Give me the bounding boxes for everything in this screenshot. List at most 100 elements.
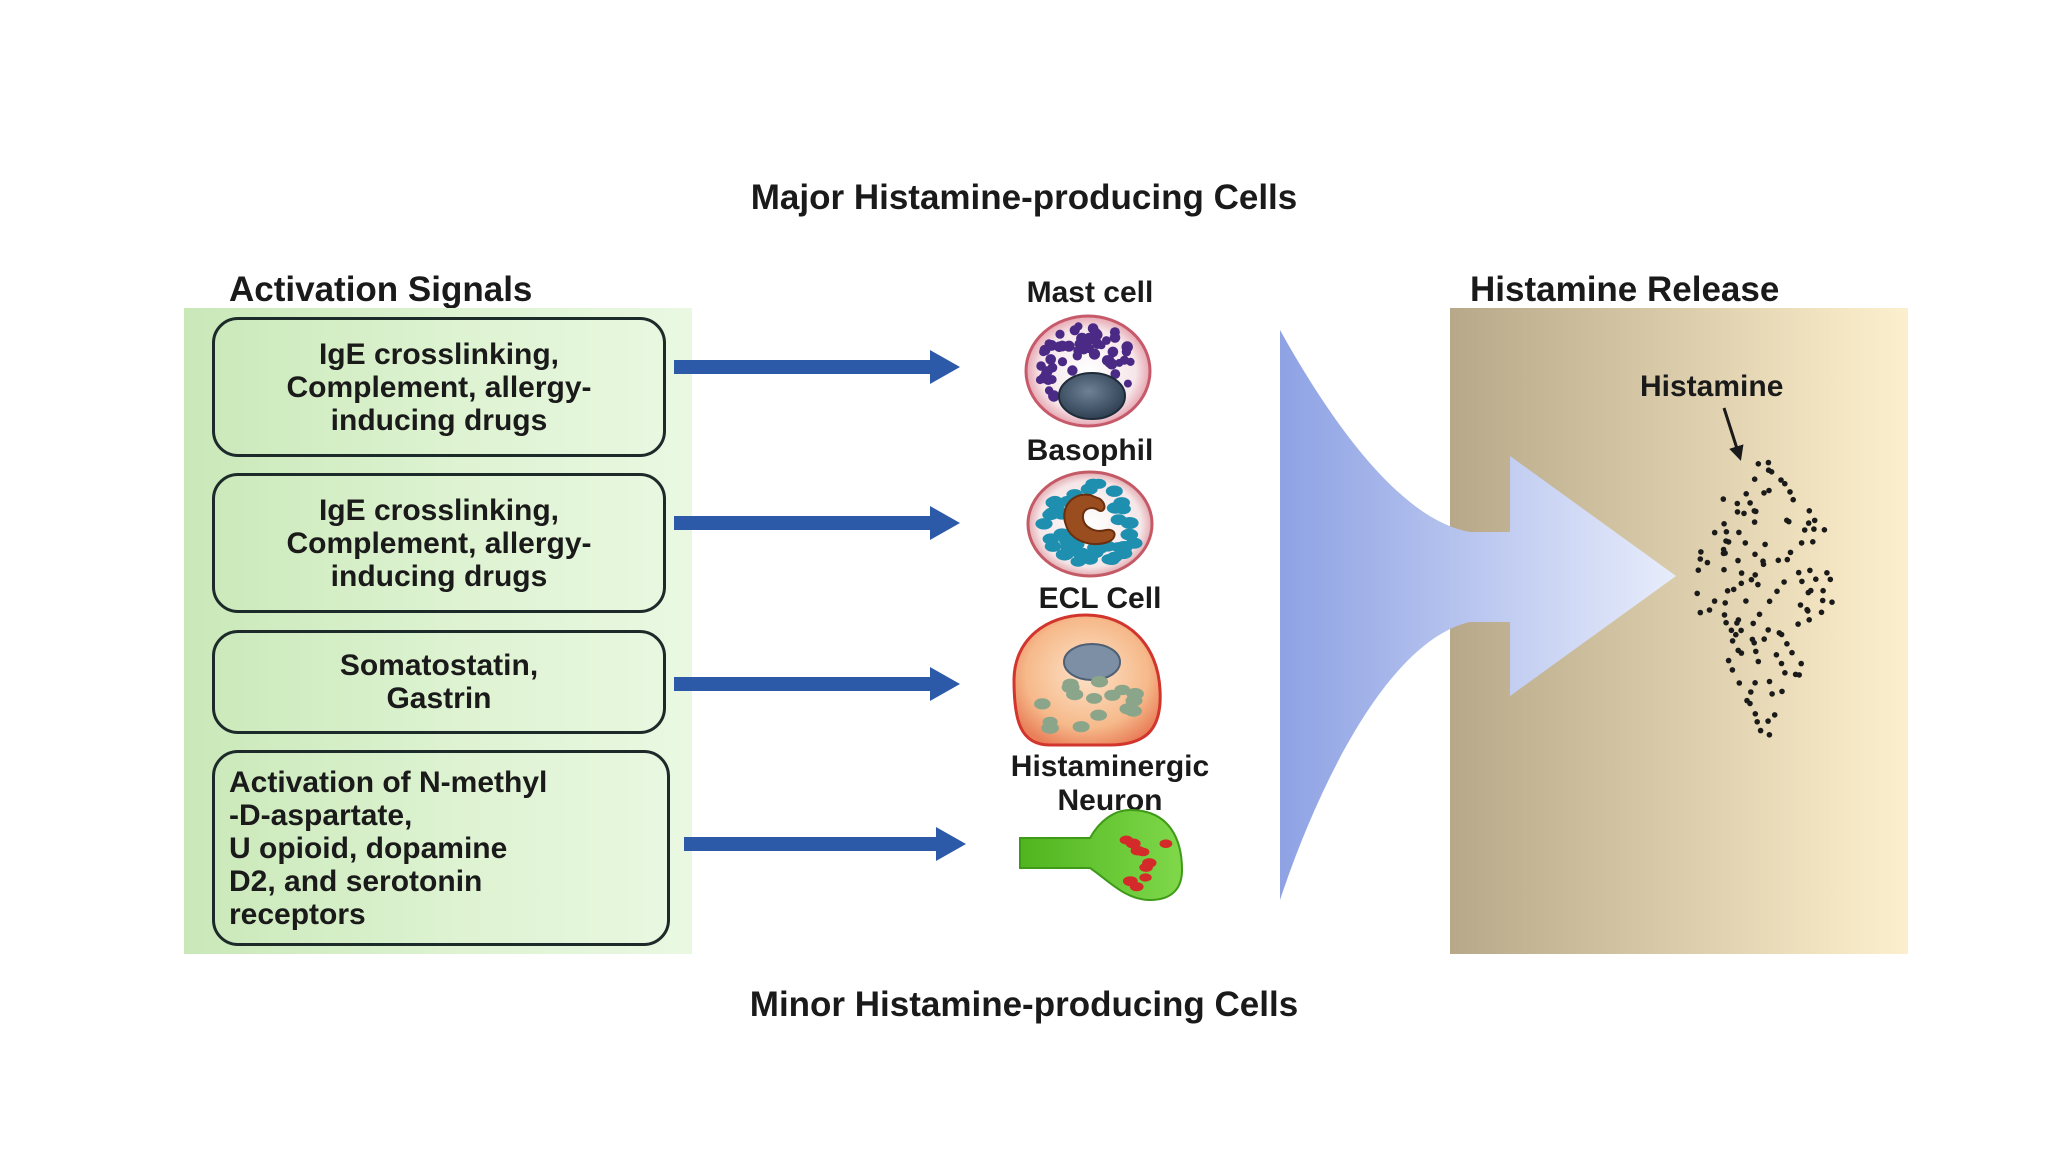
- granule: [1125, 537, 1143, 549]
- histamine-dot: [1768, 469, 1775, 475]
- histamine-dot: [1743, 491, 1749, 497]
- histamine-dot: [1778, 477, 1784, 483]
- histamine-dot: [1755, 461, 1762, 467]
- histamine-dot: [1729, 638, 1736, 644]
- histamine-dot: [1807, 567, 1813, 574]
- histamine-dot: [1760, 561, 1767, 568]
- granule: [1035, 375, 1045, 385]
- granule: [1086, 693, 1103, 704]
- histamine-dot: [1735, 557, 1741, 564]
- histamine-dot: [1821, 527, 1828, 533]
- histamine-dot: [1824, 570, 1830, 576]
- basophil-label: Basophil: [1026, 434, 1154, 467]
- histamine-dot: [1796, 672, 1802, 678]
- granule: [1110, 369, 1121, 379]
- granule: [1057, 357, 1068, 367]
- histamine-dot: [1752, 572, 1758, 578]
- histamine-dot: [1755, 658, 1762, 665]
- histamine-dot: [1810, 539, 1816, 545]
- histamine-dot: [1789, 649, 1795, 656]
- histamine-dot: [1751, 640, 1757, 646]
- histamine-dot: [1706, 607, 1713, 613]
- granule: [1062, 678, 1079, 690]
- histamine-dot: [1722, 550, 1728, 556]
- granule: [1082, 554, 1098, 565]
- histamine-dot: [1813, 576, 1819, 582]
- histamine-dot: [1738, 627, 1744, 634]
- histamine-dot: [1806, 508, 1813, 514]
- signal-text: Activation of N-methyl -D-aspartate, U o…: [229, 765, 548, 931]
- histamine-dot: [1801, 527, 1808, 533]
- histamine-dot: [1738, 570, 1745, 576]
- histamine-dot: [1754, 719, 1760, 725]
- histamine-dot: [1776, 630, 1783, 636]
- signal-arrows: [674, 350, 966, 861]
- granule: [1043, 374, 1054, 385]
- granule: [1076, 332, 1088, 345]
- histamine-dot: [1766, 487, 1772, 494]
- histamine-dot: [1734, 500, 1741, 507]
- histamine-release-heading: Histamine Release: [1470, 270, 1780, 309]
- histamine-dot: [1819, 597, 1826, 604]
- granule: [1107, 346, 1119, 358]
- histamine-dot: [1820, 587, 1826, 594]
- histamine-dot: [1766, 732, 1773, 738]
- histamine-dot: [1743, 598, 1749, 604]
- activation-signals-heading: Activation Signals: [229, 270, 533, 309]
- signal-text: Somatostatin, Gastrin: [339, 649, 539, 715]
- basophil: [1026, 470, 1154, 578]
- histamine-dot: [1728, 627, 1735, 634]
- histamine-dot: [1811, 526, 1817, 532]
- granule: [1072, 721, 1090, 733]
- histamine-dot: [1704, 559, 1711, 566]
- histamine-dot: [1711, 598, 1718, 604]
- signal-text: IgE crosslinking, Complement, allergy- i…: [286, 337, 592, 437]
- histamine-dot: [1752, 680, 1758, 686]
- histamine-dot: [1711, 529, 1718, 536]
- signal-box-neuron: Activation of N-methyl -D-aspartate, U o…: [212, 750, 670, 946]
- granule: [1115, 358, 1124, 367]
- ecl-cell: [1012, 613, 1162, 747]
- histamine-dot: [1778, 660, 1785, 667]
- histamine-dot: [1738, 580, 1745, 587]
- histamine-dot: [1736, 680, 1743, 686]
- histamine-dot: [1748, 576, 1755, 583]
- histamine-dot: [1782, 480, 1788, 487]
- histamine-dot: [1747, 500, 1753, 506]
- histamine-dots: [1694, 459, 1835, 738]
- granule: [1126, 688, 1144, 700]
- histamine-dot: [1742, 540, 1749, 546]
- histamine-dot: [1781, 579, 1787, 585]
- histamine-dot: [1721, 566, 1727, 573]
- granule: [1086, 335, 1096, 345]
- granule: [1105, 354, 1115, 365]
- granule: [1070, 556, 1086, 567]
- histamine-dot: [1784, 556, 1791, 563]
- histamine-dot: [1761, 490, 1767, 496]
- granule: [1159, 839, 1173, 848]
- histamine-dot: [1775, 557, 1782, 564]
- histamine-dot: [1771, 712, 1778, 718]
- histamine-dot: [1698, 549, 1704, 555]
- histamine-dot: [1734, 620, 1740, 626]
- histamine-dot: [1722, 600, 1728, 606]
- histamine-dot: [1811, 517, 1818, 524]
- histamine-dot: [1723, 538, 1729, 544]
- signal-box-ecl-cell: Somatostatin, Gastrin: [212, 630, 666, 734]
- histamine-dot: [1721, 521, 1727, 527]
- histamine-dot: [1805, 608, 1811, 614]
- histamine-dot: [1695, 567, 1702, 573]
- histamine-dot: [1765, 627, 1771, 633]
- histamine-dot: [1736, 529, 1742, 536]
- histamine-dot: [1734, 509, 1741, 515]
- histamine-dot: [1806, 617, 1812, 623]
- granule: [1120, 517, 1139, 529]
- histamine-label: Histamine: [1640, 370, 1784, 403]
- histamine-dot: [1761, 636, 1767, 642]
- histamine-dot: [1741, 510, 1747, 517]
- histamine-dot: [1798, 660, 1804, 667]
- histamine-dot: [1787, 489, 1793, 495]
- histamine-dot: [1799, 578, 1805, 585]
- histamine-dot: [1784, 641, 1790, 647]
